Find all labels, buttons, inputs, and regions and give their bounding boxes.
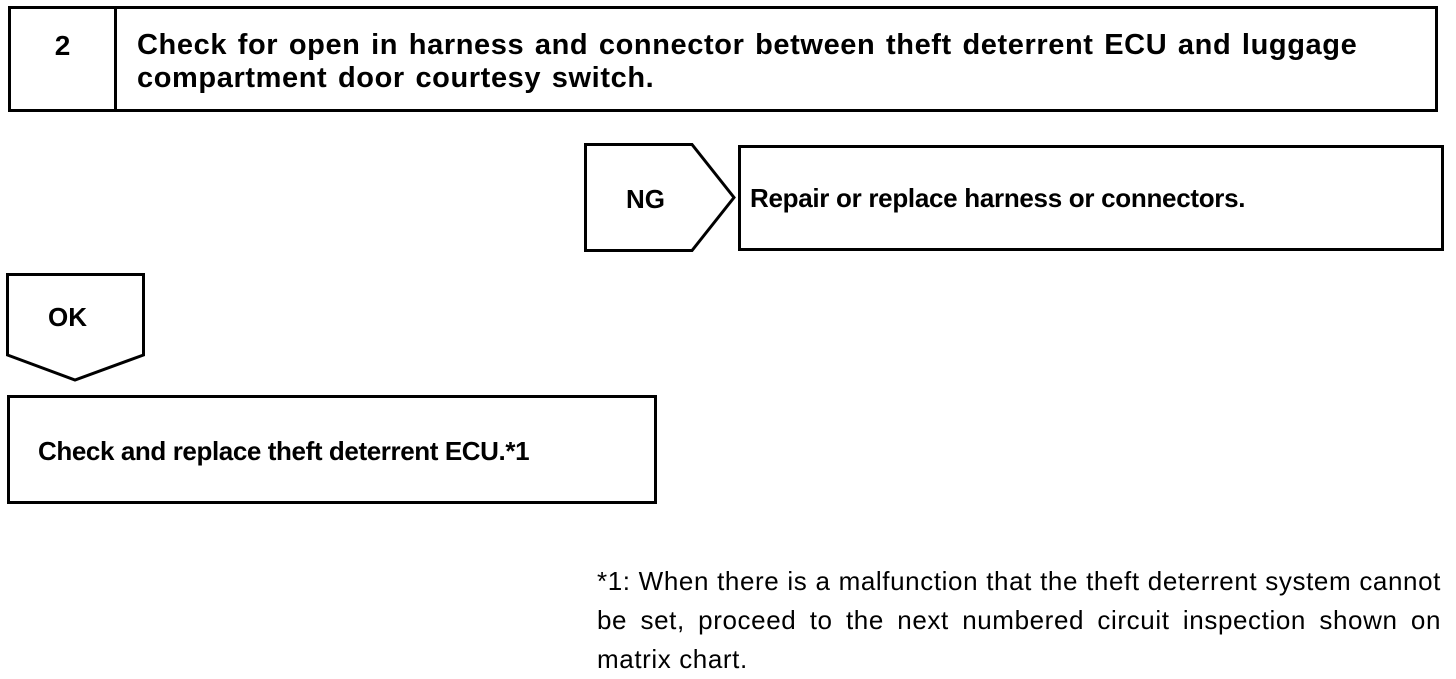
step-instruction: Check for open in harness and connector … — [137, 29, 1358, 94]
step-number: 2 — [11, 9, 117, 109]
ng-result-text: Repair or replace harness or connectors. — [750, 182, 1246, 213]
ng-arrow-shape — [584, 143, 736, 252]
ng-result-box: Repair or replace harness or connectors. — [738, 145, 1444, 251]
ok-result-text: Check and replace theft deterrent ECU.*1 — [38, 436, 530, 466]
footnote: *1: When there is a malfunction that the… — [597, 566, 1441, 674]
ok-arrow-shape — [6, 273, 145, 382]
step-box: 2 Check for open in harness and connecto… — [8, 6, 1438, 112]
ng-label: NG — [626, 184, 665, 214]
ok-label: OK — [48, 302, 87, 332]
ok-result-box: Check and replace theft deterrent ECU.*1 — [7, 395, 657, 504]
